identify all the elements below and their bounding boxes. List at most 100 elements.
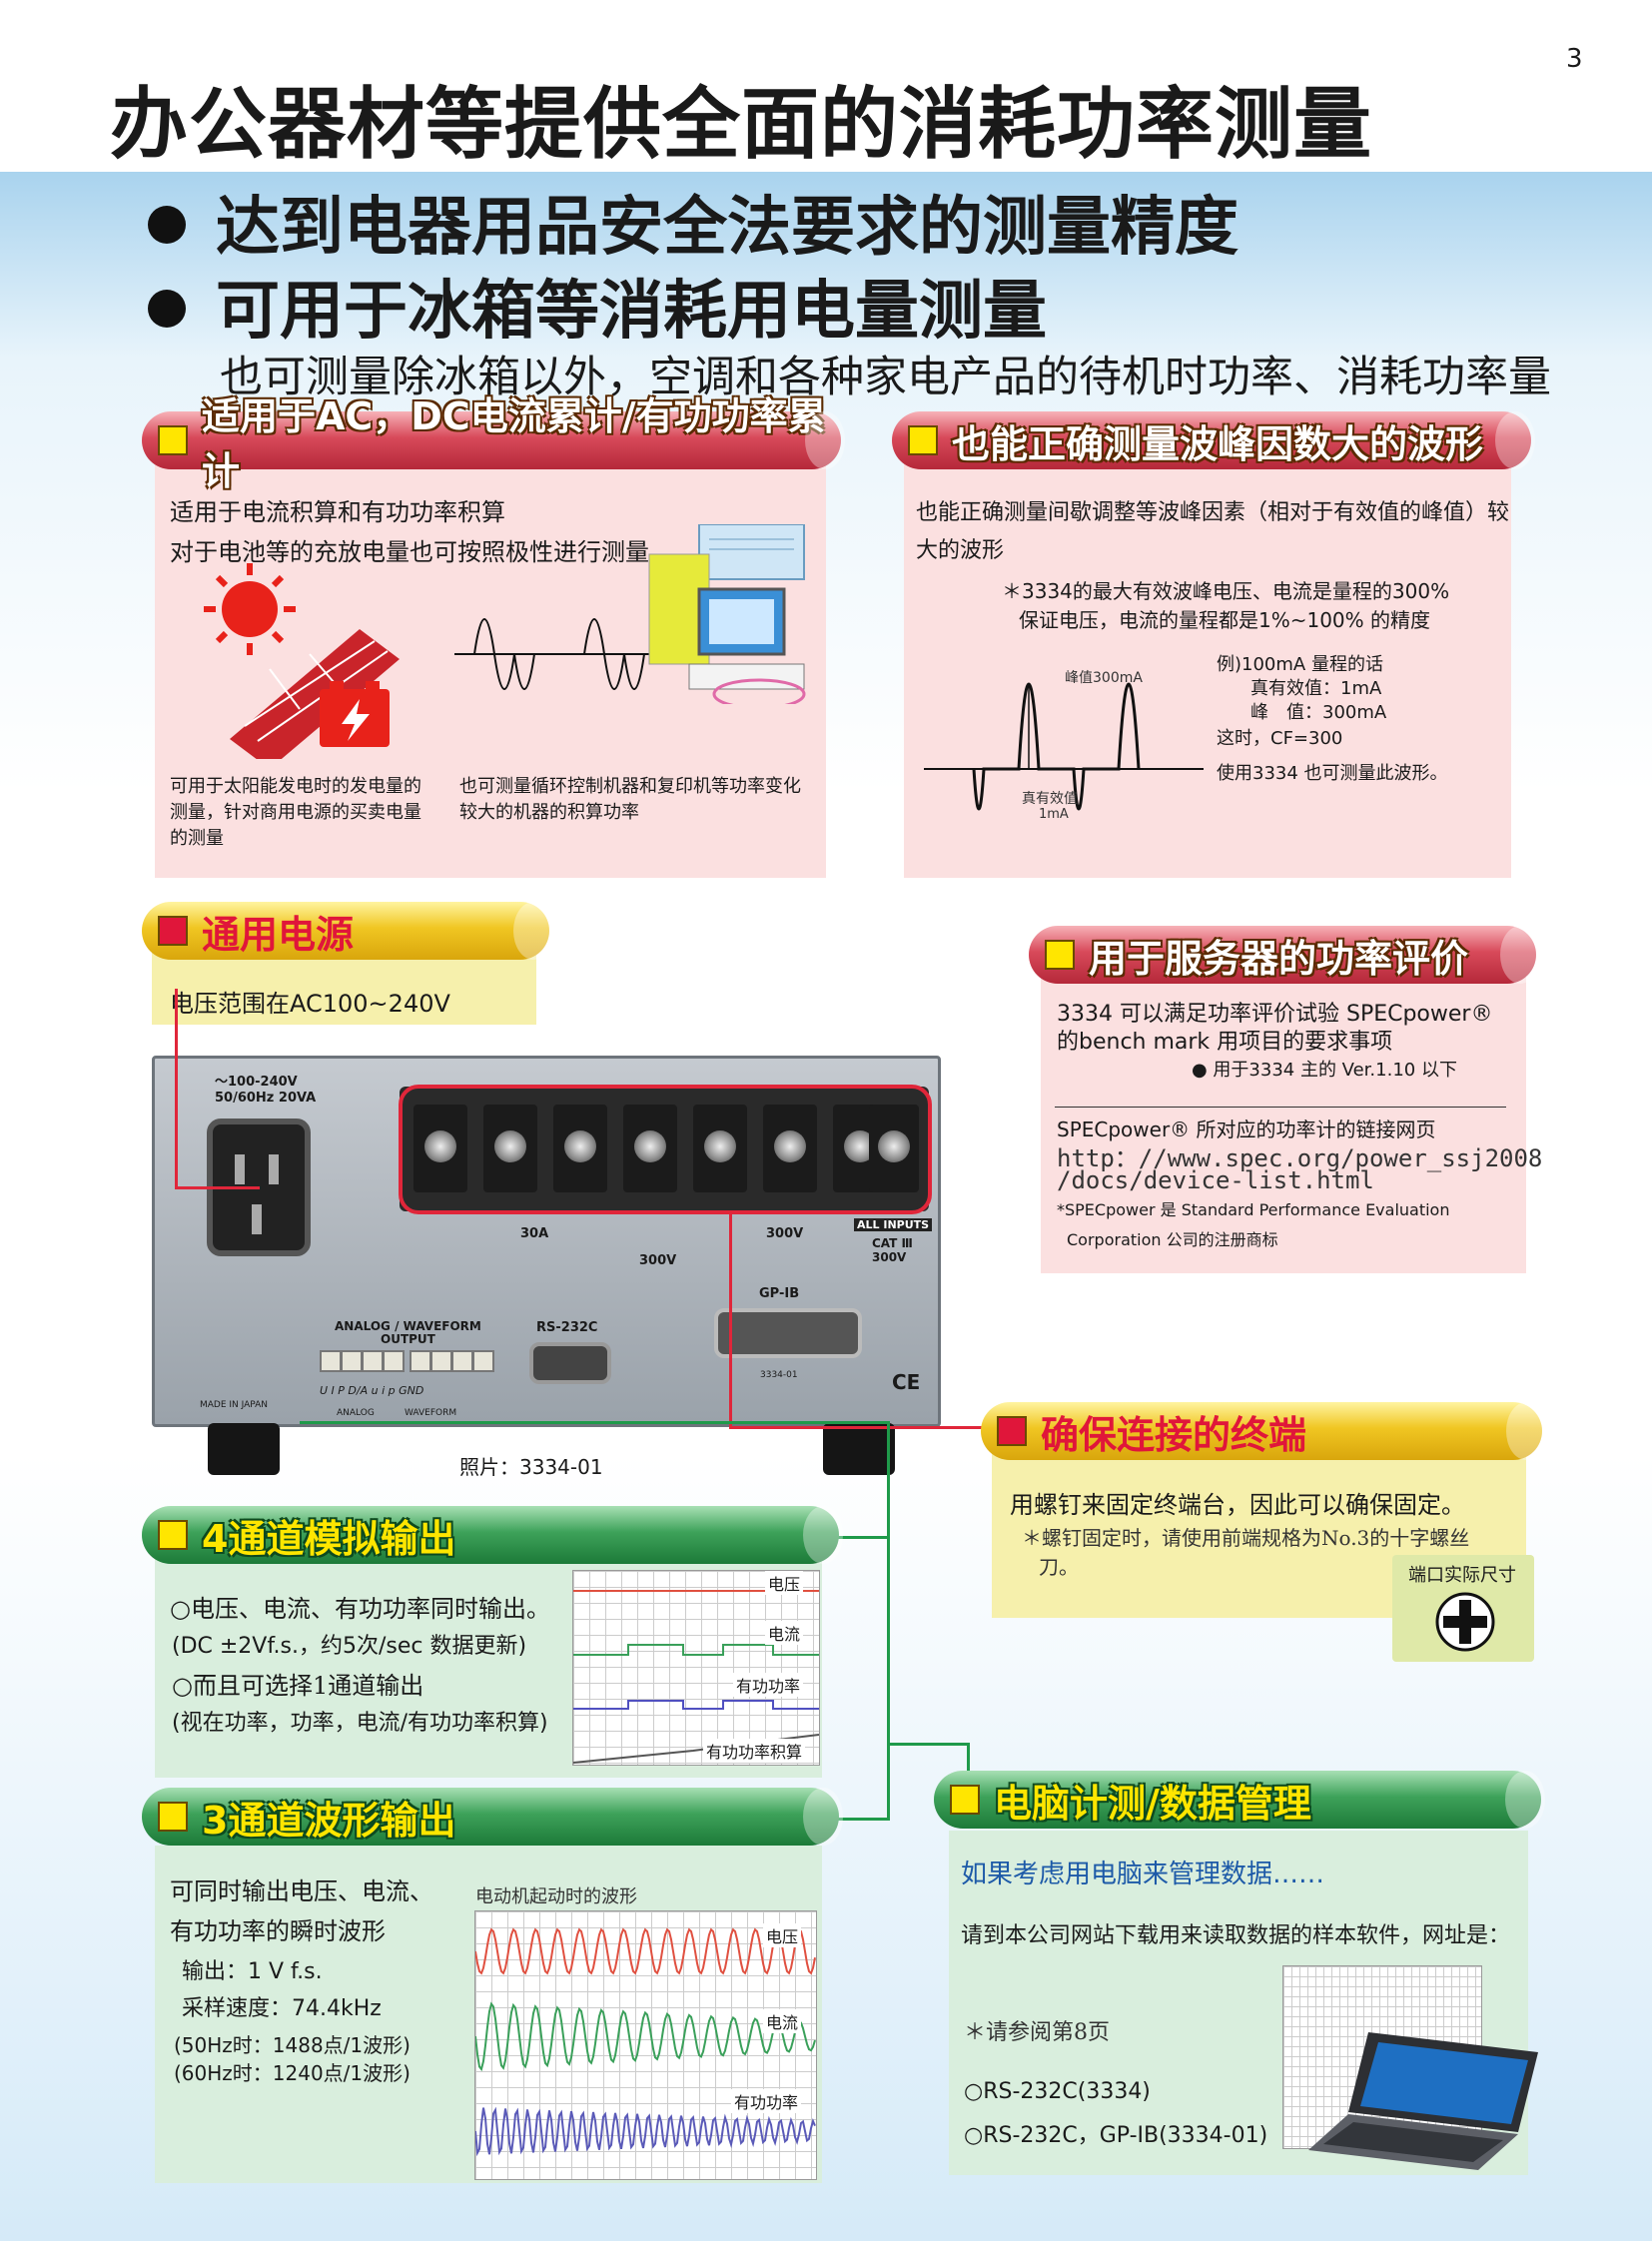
air-conditioner-icon — [698, 524, 805, 580]
analog-connector — [320, 1350, 494, 1380]
connector-line — [887, 1743, 969, 1746]
pc-option-2: ○RS-232C，GP-IB(3334-01) — [964, 2123, 1268, 2148]
connector-line — [175, 1186, 260, 1189]
photo-caption: 照片：3334-01 — [459, 1455, 603, 1479]
server-link-title: SPECpower® 所对应的功率计的链接网页 — [1057, 1118, 1436, 1141]
server-line-2: 的bench mark 用项目的要求事项 — [1057, 1030, 1393, 1055]
terminal-line-1: 用螺钉来固定终端台，因此可以确保固定。 — [1010, 1491, 1465, 1519]
crest-line-1: 也能正确测量间歇调整等波峰因素（相对于有效值的峰值）较 — [916, 500, 1510, 525]
example-1: 例)100mA 量程的话 — [1217, 654, 1383, 675]
wave3-line-5: (50Hz时：1488点/1波形) — [174, 2033, 411, 2057]
wave3-line-1: 可同时输出电压、电流、 — [170, 1877, 433, 1905]
label-300v-b: 300V — [766, 1226, 804, 1241]
peak-label: 峰值300mA — [1065, 670, 1143, 686]
wave3-line-3: 输出：1 V f.s. — [182, 1959, 323, 1984]
terminal — [693, 1105, 747, 1192]
rms-label-2: 1mA — [1039, 807, 1069, 822]
trademark-1: *SPECpower 是 Standard Performance Evalua… — [1057, 1200, 1450, 1219]
current-trace — [573, 1644, 819, 1656]
connector-line — [887, 1421, 890, 1821]
terminal-note-2: 刀。 — [1039, 1555, 1079, 1579]
terminal-header: 确保连接的终端 — [981, 1402, 1546, 1460]
connector-line — [729, 1426, 991, 1429]
square-bullet-icon — [158, 916, 188, 946]
analog4-line-3: ○而且可选择1通道输出 — [172, 1672, 424, 1700]
pc-header: 电脑计测/数据管理 — [934, 1771, 1545, 1829]
server-header: 用于服务器的功率评价 — [1029, 926, 1540, 984]
square-bullet-icon — [158, 425, 188, 455]
square-bullet-icon — [158, 1520, 188, 1550]
terminal-note-1: ＊螺钉固定时，请使用前端规格为No.3的十字螺丝 — [1022, 1526, 1470, 1550]
subheadline: 也可测量除冰箱以外，空调和各种家电产品的待机时功率、消耗功率量 — [220, 353, 1551, 402]
accum-header: 适用于AC，DC电流累计/有功功率累计 — [142, 394, 845, 493]
phillips-screw-icon — [1435, 1592, 1495, 1652]
trace-label-current: 电流 — [765, 1621, 804, 1645]
analog4-header: 4通道模拟输出 — [142, 1506, 843, 1564]
server-url-1[interactable]: http：//www.spec.org/power_ssj2008 — [1057, 1144, 1543, 1172]
headline-bullet-1: 达到电器用品安全法要求的测量精度 — [148, 176, 1239, 268]
power-panel — [152, 949, 536, 1025]
wave3-line-4: 采样速度：74.4kHz — [182, 1996, 382, 2021]
rms-label-1: 真有效值 — [1022, 791, 1078, 807]
gpib-label: GP-IB — [759, 1286, 800, 1301]
terminal — [483, 1105, 537, 1192]
power-waveform — [475, 2106, 816, 2157]
wave3-trace-chart: 电压 电流 有功功率 — [474, 1910, 817, 2180]
wave3-line-6: (60Hz时：1240点/1波形) — [174, 2061, 411, 2085]
waveform-sublabel: WAVEFORM — [405, 1408, 457, 1418]
rs232c-port — [529, 1342, 611, 1384]
crest-note-2: 保证电压，电流的量程都是1%~100% 的精度 — [1019, 608, 1431, 632]
model-label: 3334-01 — [760, 1370, 798, 1380]
trademark-2: Corporation 公司的注册商标 — [1067, 1230, 1278, 1249]
pc-option-1: ○RS-232C(3334) — [964, 2079, 1151, 2104]
device-foot — [208, 1423, 280, 1475]
server-line-3: ● 用于3334 主的 Ver.1.10 以下 — [1192, 1060, 1457, 1081]
page-number: 3 — [1566, 44, 1583, 74]
page-title: 办公器材等提供全面的消耗功率测量 — [110, 80, 1373, 170]
connector-line — [729, 1210, 732, 1428]
wave3-header: 3通道波形输出 — [142, 1788, 843, 1846]
wave3-line-2: 有功功率的瞬时波形 — [170, 1917, 386, 1945]
copier-caption: 也可测量循环控制机器和复印机等功率变化较大的机器的积算功率 — [459, 776, 801, 823]
wave-label-power: 有功功率 — [731, 2089, 802, 2113]
voltage-waveform — [475, 1927, 816, 1975]
power-header: 通用电源 — [142, 902, 553, 960]
bullet-dot-icon — [148, 290, 186, 329]
current-waveform — [475, 2001, 816, 2072]
trace-label-energy: 有功功率积算 — [703, 1739, 806, 1763]
power-text: 电压范围在AC100~240V — [170, 990, 450, 1018]
terminal — [869, 1105, 919, 1192]
pin-labels: U I P D/A u i p GND — [320, 1384, 424, 1397]
terminal-highlight — [399, 1085, 932, 1214]
analog4-line-1: ○电压、电流、有功功率同时输出。 — [170, 1595, 550, 1623]
pc-ref: ＊请参阅第8页 — [964, 2020, 1110, 2045]
sun-icon — [204, 563, 296, 655]
terminal-block — [400, 1087, 929, 1211]
screw-size-box: 端口实际尺寸 — [1392, 1555, 1534, 1662]
crest-panel — [904, 454, 1511, 878]
server-url-2[interactable]: /docs/device-list.html — [1057, 1166, 1374, 1194]
gpib-port — [714, 1308, 862, 1358]
trace-label-voltage: 电压 — [765, 1571, 804, 1595]
wave3-chart-title: 电动机起动时的波形 — [475, 1886, 637, 1907]
analog4-trace-chart: 电压 电流 有功功率 有功功率积算 — [572, 1570, 820, 1766]
square-bullet-icon — [158, 1802, 188, 1832]
accum-line-2: 对于电池等的充放电量也可按照极性进行测量 — [170, 538, 649, 566]
server-line-1: 3334 可以满足功率评价试验 SPECpower® — [1057, 1002, 1493, 1027]
example-2: 真有效值：1mA — [1250, 678, 1382, 699]
terminal — [623, 1105, 677, 1192]
crest-waveform — [924, 682, 1204, 811]
label-30a: 30A — [520, 1226, 549, 1241]
connector-line — [837, 1818, 889, 1821]
example-4: 这时，CF=300 — [1217, 728, 1343, 749]
crest-header: 也能正确测量波峰因数大的波形 — [892, 411, 1535, 469]
pc-line-2: 请到本公司网站下载用来读取数据的样本软件，网址是： — [961, 1923, 1511, 1948]
example-3: 峰 值：300mA — [1250, 702, 1387, 723]
battery-icon — [320, 681, 390, 747]
terminal — [413, 1105, 467, 1192]
connector-line — [175, 989, 178, 1188]
example-5: 使用3334 也可测量此波形。 — [1217, 763, 1448, 784]
